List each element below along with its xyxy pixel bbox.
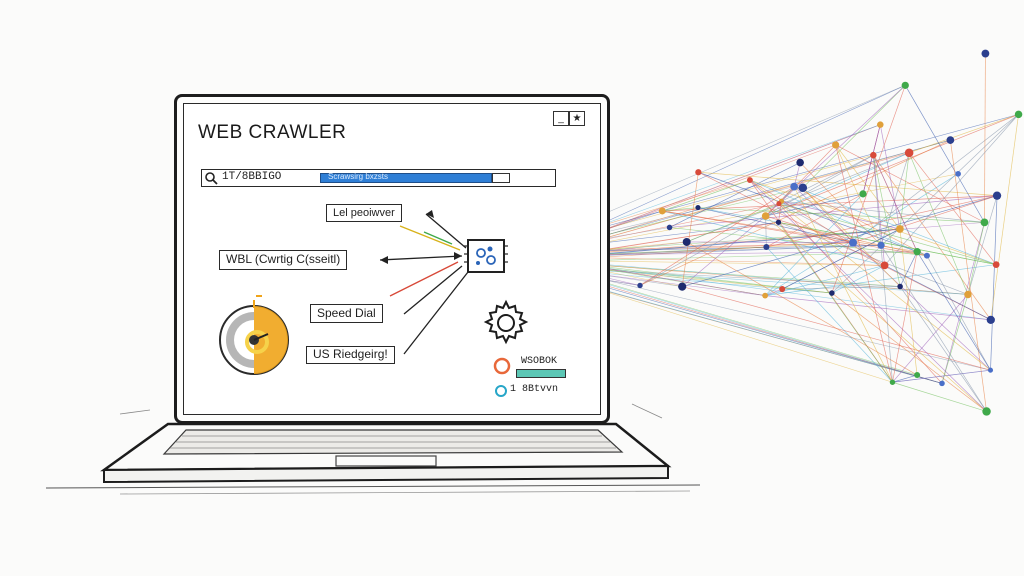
network-node [870,152,876,158]
network-link [968,196,997,295]
network-node [946,136,954,144]
progress-end-button[interactable] [492,173,510,183]
network-node [637,283,642,288]
network-node [905,149,914,158]
minimize-button[interactable]: _ [553,111,569,126]
network-link [662,196,997,211]
network-node [776,201,781,206]
network-node [913,248,920,255]
network-node [695,169,701,175]
network-node [964,291,971,298]
network-link [950,140,986,411]
network-node [832,141,839,148]
network-node [939,381,945,387]
gauge-icon [212,298,298,380]
network-node [776,220,781,225]
network-node [683,238,691,246]
network-node [988,368,993,373]
processor-icon [460,236,512,278]
url-input[interactable]: 1T/8BBIGO [222,171,281,183]
network-link [778,222,996,264]
network-node [849,239,857,247]
network-node [1015,111,1023,119]
search-icon[interactable] [204,171,218,185]
network-node [981,50,989,58]
star-button[interactable]: ★ [569,111,585,126]
count-icon [494,384,508,398]
network-node [796,159,804,167]
network-link [885,265,991,319]
network-node [914,372,920,378]
network-node [859,190,866,197]
network-node [982,407,990,415]
network-node [902,82,909,89]
label-rendering: US Riedgeirg! [306,346,395,364]
network-node [955,171,961,177]
network-link [991,114,1019,320]
network-node [993,261,1000,268]
label-preview: Lel peoiwver [326,204,402,222]
network-node [924,253,930,259]
network-node [897,284,903,290]
network-node [896,225,904,233]
network-link [892,375,917,382]
network-node [762,293,768,299]
label-crawling: WBL (Cwrtig C(sseitl) [219,250,347,270]
network-node [829,290,835,296]
network-node [799,184,808,193]
network-link [917,252,990,370]
network-link [698,172,997,195]
network-link [750,180,987,411]
page-title: WEB CRAWLER [198,122,346,144]
network-node [747,177,753,183]
network-link [900,153,909,229]
crawl-count: 1 8Btvvn [510,384,558,395]
network-node [695,205,700,210]
speed-dial-button[interactable]: Speed Dial [310,304,383,323]
node-status-bar [516,369,566,378]
status-icon [492,356,512,376]
network-node [762,212,770,220]
network-node [993,191,1001,199]
network-node [678,282,686,290]
gear-icon [481,298,531,348]
network-link [942,294,968,383]
network-link [892,382,986,411]
network-link [832,265,885,293]
network-node [987,316,995,324]
network-node [877,121,884,128]
network-node [667,225,673,231]
network-link [832,114,1019,293]
network-link [803,85,905,187]
network-link [968,222,985,294]
network-node [763,244,769,250]
network-link [779,204,942,384]
network-node [890,380,895,385]
window-controls: _ ★ [553,111,585,127]
network-node [790,183,798,191]
network-node [659,208,666,215]
network-link [881,245,987,411]
progress-label: Scrawsirg bxzsts [328,172,388,181]
network-node [981,218,989,226]
network-node [779,286,785,292]
network-node [881,262,889,270]
network-link [662,180,750,211]
network-link [832,85,905,293]
node-label: WSOBOK [521,356,557,367]
network-node [877,242,884,249]
